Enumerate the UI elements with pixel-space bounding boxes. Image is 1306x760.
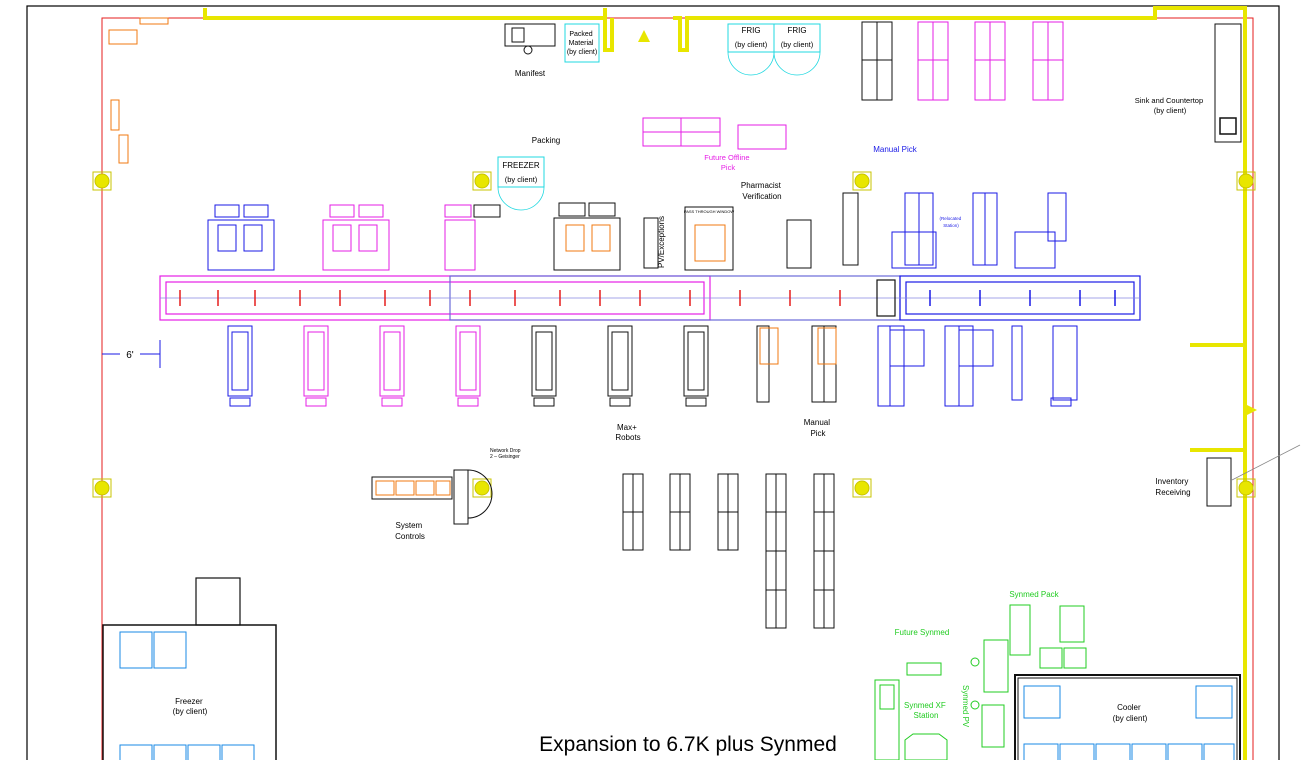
pharmacist-label: Pharmacist Verification: [741, 181, 783, 201]
freezer-room: [102, 577, 277, 760]
orange-tag: [108, 29, 138, 45]
pv-exceptions-label: PV/Exceptions: [657, 216, 666, 268]
freezer-room-label: Freezer (by client): [173, 697, 208, 716]
svg-text:(by client): (by client): [781, 40, 814, 49]
dimension-marker: [102, 340, 161, 368]
system-controls: [371, 469, 493, 525]
orange-tag: [110, 99, 120, 131]
pass-through-label: PASS THROUGH WINDOW: [684, 209, 735, 214]
future-offline-label: Future Offline Pick: [704, 153, 751, 172]
frig-right: FRIG (by client): [773, 23, 821, 76]
leader-line: [1231, 444, 1301, 481]
synmed-area: [874, 604, 1087, 760]
future-offline-pick: [642, 117, 787, 150]
network-drop-label: Network Drop 2 – Geisinger: [490, 448, 522, 460]
manual-pick-lower: [756, 325, 1078, 407]
freezer-top: FREEZER (by client): [497, 156, 545, 211]
column-icon: [92, 171, 1256, 498]
building-boundary: [101, 17, 1254, 760]
manifest-station: [504, 23, 556, 55]
frig-left: FRIG (by client): [727, 23, 775, 76]
conveyor-loop: [159, 275, 1141, 321]
packed-material-box: [564, 23, 600, 63]
packing-label: Packing: [532, 136, 560, 145]
svg-text:FRIG: FRIG: [787, 26, 806, 35]
svg-text:(by client): (by client): [505, 175, 538, 184]
synmed-pack-label: Synmed Pack: [1009, 590, 1059, 599]
relocated-station-label: (Relocated Station): [939, 216, 962, 228]
orange-station: [565, 224, 726, 262]
sink-label: Sink and Countertop (by client): [1135, 96, 1205, 115]
cooler-room: [1014, 674, 1241, 760]
robot-icon: [227, 325, 709, 407]
cooler-label: Cooler (by client): [1113, 703, 1148, 723]
door-icon: [638, 30, 1257, 416]
svg-text:FRIG: FRIG: [741, 26, 760, 35]
shelving-icon: [622, 473, 835, 629]
inventory-receiving-box: [1206, 457, 1232, 507]
shelving-icon: [861, 21, 893, 101]
orange-tag: [118, 134, 129, 164]
orange-tag: [139, 17, 169, 25]
wall-top: [203, 6, 1247, 760]
conveyor-marks-blue: [929, 290, 1116, 306]
max-robots-label: Max+ Robots: [615, 423, 640, 442]
manual-pick-top-label: Manual Pick: [873, 145, 918, 154]
future-synmed-label: Future Synmed: [895, 628, 950, 637]
conveyor-marks: [179, 290, 841, 306]
manifest-label: Manifest: [515, 69, 546, 78]
station-icon: [207, 192, 1067, 271]
synmed-xf-label: Synmed XF Station: [904, 701, 948, 720]
page-title: Expansion to 6.7K plus Synmed: [539, 733, 837, 756]
shelving-icon: [917, 21, 1064, 101]
dimension-label: 6': [126, 350, 134, 361]
system-controls-label: System Controls: [395, 521, 425, 541]
sink-icon: [1219, 117, 1237, 135]
inventory-receiving-label: Inventory Receiving: [1155, 477, 1190, 497]
synmed-pv-label: Synmed PV: [961, 685, 970, 728]
manual-pick-bottom-label: Manual Pick: [804, 418, 832, 438]
sink-counter: [1214, 23, 1242, 143]
page-border: [26, 5, 1280, 760]
packed-material-label: Packed Material (by client): [567, 31, 597, 56]
svg-text:(by client): (by client): [735, 40, 768, 49]
svg-text:FREEZER: FREEZER: [502, 161, 540, 170]
